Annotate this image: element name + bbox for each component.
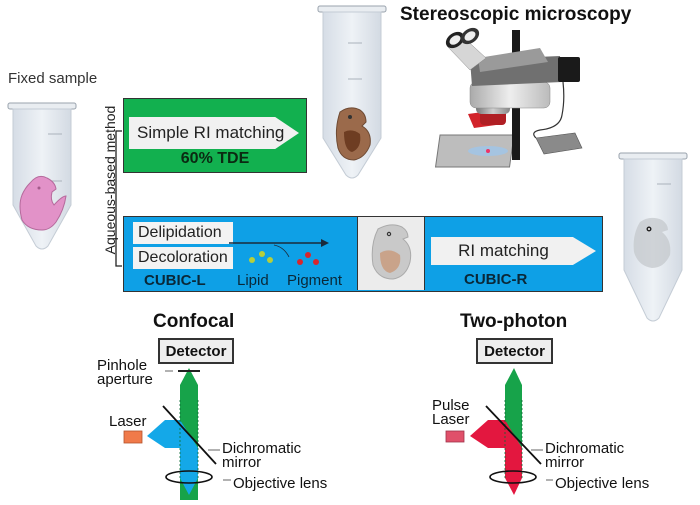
two-photon-mirror-label-line2: mirror	[545, 454, 585, 471]
arrow-head-icon	[321, 239, 329, 247]
pink-embryo	[19, 175, 67, 231]
cubic-r-label: CUBIC-R	[464, 271, 528, 288]
confocal-title: Confocal	[153, 311, 235, 332]
confocal-laser-label: Laser	[109, 413, 147, 430]
two-photon-dichromatic-mirror	[485, 405, 542, 465]
tde-method-panel: Simple RI matching 60% TDE	[123, 98, 307, 173]
tde-reagent-label: 60% TDE	[180, 150, 250, 167]
pulse-laser-label-line1: Pulse	[432, 397, 470, 414]
pinhole-label-line2: aperture	[97, 371, 153, 388]
pinhole-label-line1: Pinhole	[97, 357, 148, 374]
two-photon-detector: Detector	[476, 338, 553, 364]
pigment-icon	[297, 259, 303, 265]
two-photon-title: Two-photon	[460, 311, 568, 332]
delipidation-step: Delipidation	[133, 222, 233, 244]
two-photon-mirror-label-line1: Dichromatic	[545, 440, 625, 457]
confocal-optics	[123, 368, 231, 500]
fixed-sample-label: Fixed sample	[8, 70, 98, 87]
pulse-laser-label-line2: Laser	[432, 411, 470, 428]
lipid-label: Lipid	[237, 272, 269, 289]
confocal-dichromatic-mirror	[162, 405, 217, 465]
cleared-embryo	[633, 217, 671, 268]
two-photon-optics	[445, 368, 553, 495]
stereo-microscope-illustration	[434, 27, 583, 168]
confocal-mirror-label-line1: Dichromatic	[222, 440, 302, 457]
cubic-method-panel: Delipidation Decoloration CUBIC-L Lipid …	[123, 216, 603, 292]
confocal-objective-label: Objective lens	[233, 475, 328, 492]
confocal-detector: Detector	[158, 338, 234, 364]
aqueous-method-label: Aqueous-based method	[102, 105, 118, 255]
tube-tde-sample	[317, 5, 387, 179]
lipid-icon	[249, 257, 255, 263]
decoloration-step: Decoloration	[133, 247, 233, 269]
tube-cubic-sample	[618, 152, 688, 322]
confocal-laser	[123, 430, 143, 444]
pulse-laser	[445, 430, 465, 443]
stereo-microscopy-title: Stereoscopic microscopy	[400, 4, 632, 25]
method-bracket	[115, 130, 122, 267]
tube-cap	[317, 5, 387, 13]
confocal-objective-lens	[165, 470, 213, 484]
two-photon-objective-lens	[489, 470, 537, 484]
cleared-embryo-thumbnail	[357, 217, 425, 290]
ri-matching-arrow: RI matching	[431, 237, 596, 265]
cubic-l-label: CUBIC-L	[144, 272, 206, 289]
cubic-l-process-icons	[229, 239, 329, 265]
confocal-mirror-label-line2: mirror	[222, 454, 262, 471]
two-photon-excitation-beam	[470, 420, 522, 495]
simple-ri-matching-arrow: Simple RI matching	[129, 117, 299, 149]
tube-fixed-sample	[7, 102, 77, 250]
tube-cap	[618, 152, 688, 160]
pigment-label: Pigment	[287, 272, 343, 289]
two-photon-objective-label: Objective lens	[555, 475, 650, 492]
tube-cap	[7, 102, 77, 110]
